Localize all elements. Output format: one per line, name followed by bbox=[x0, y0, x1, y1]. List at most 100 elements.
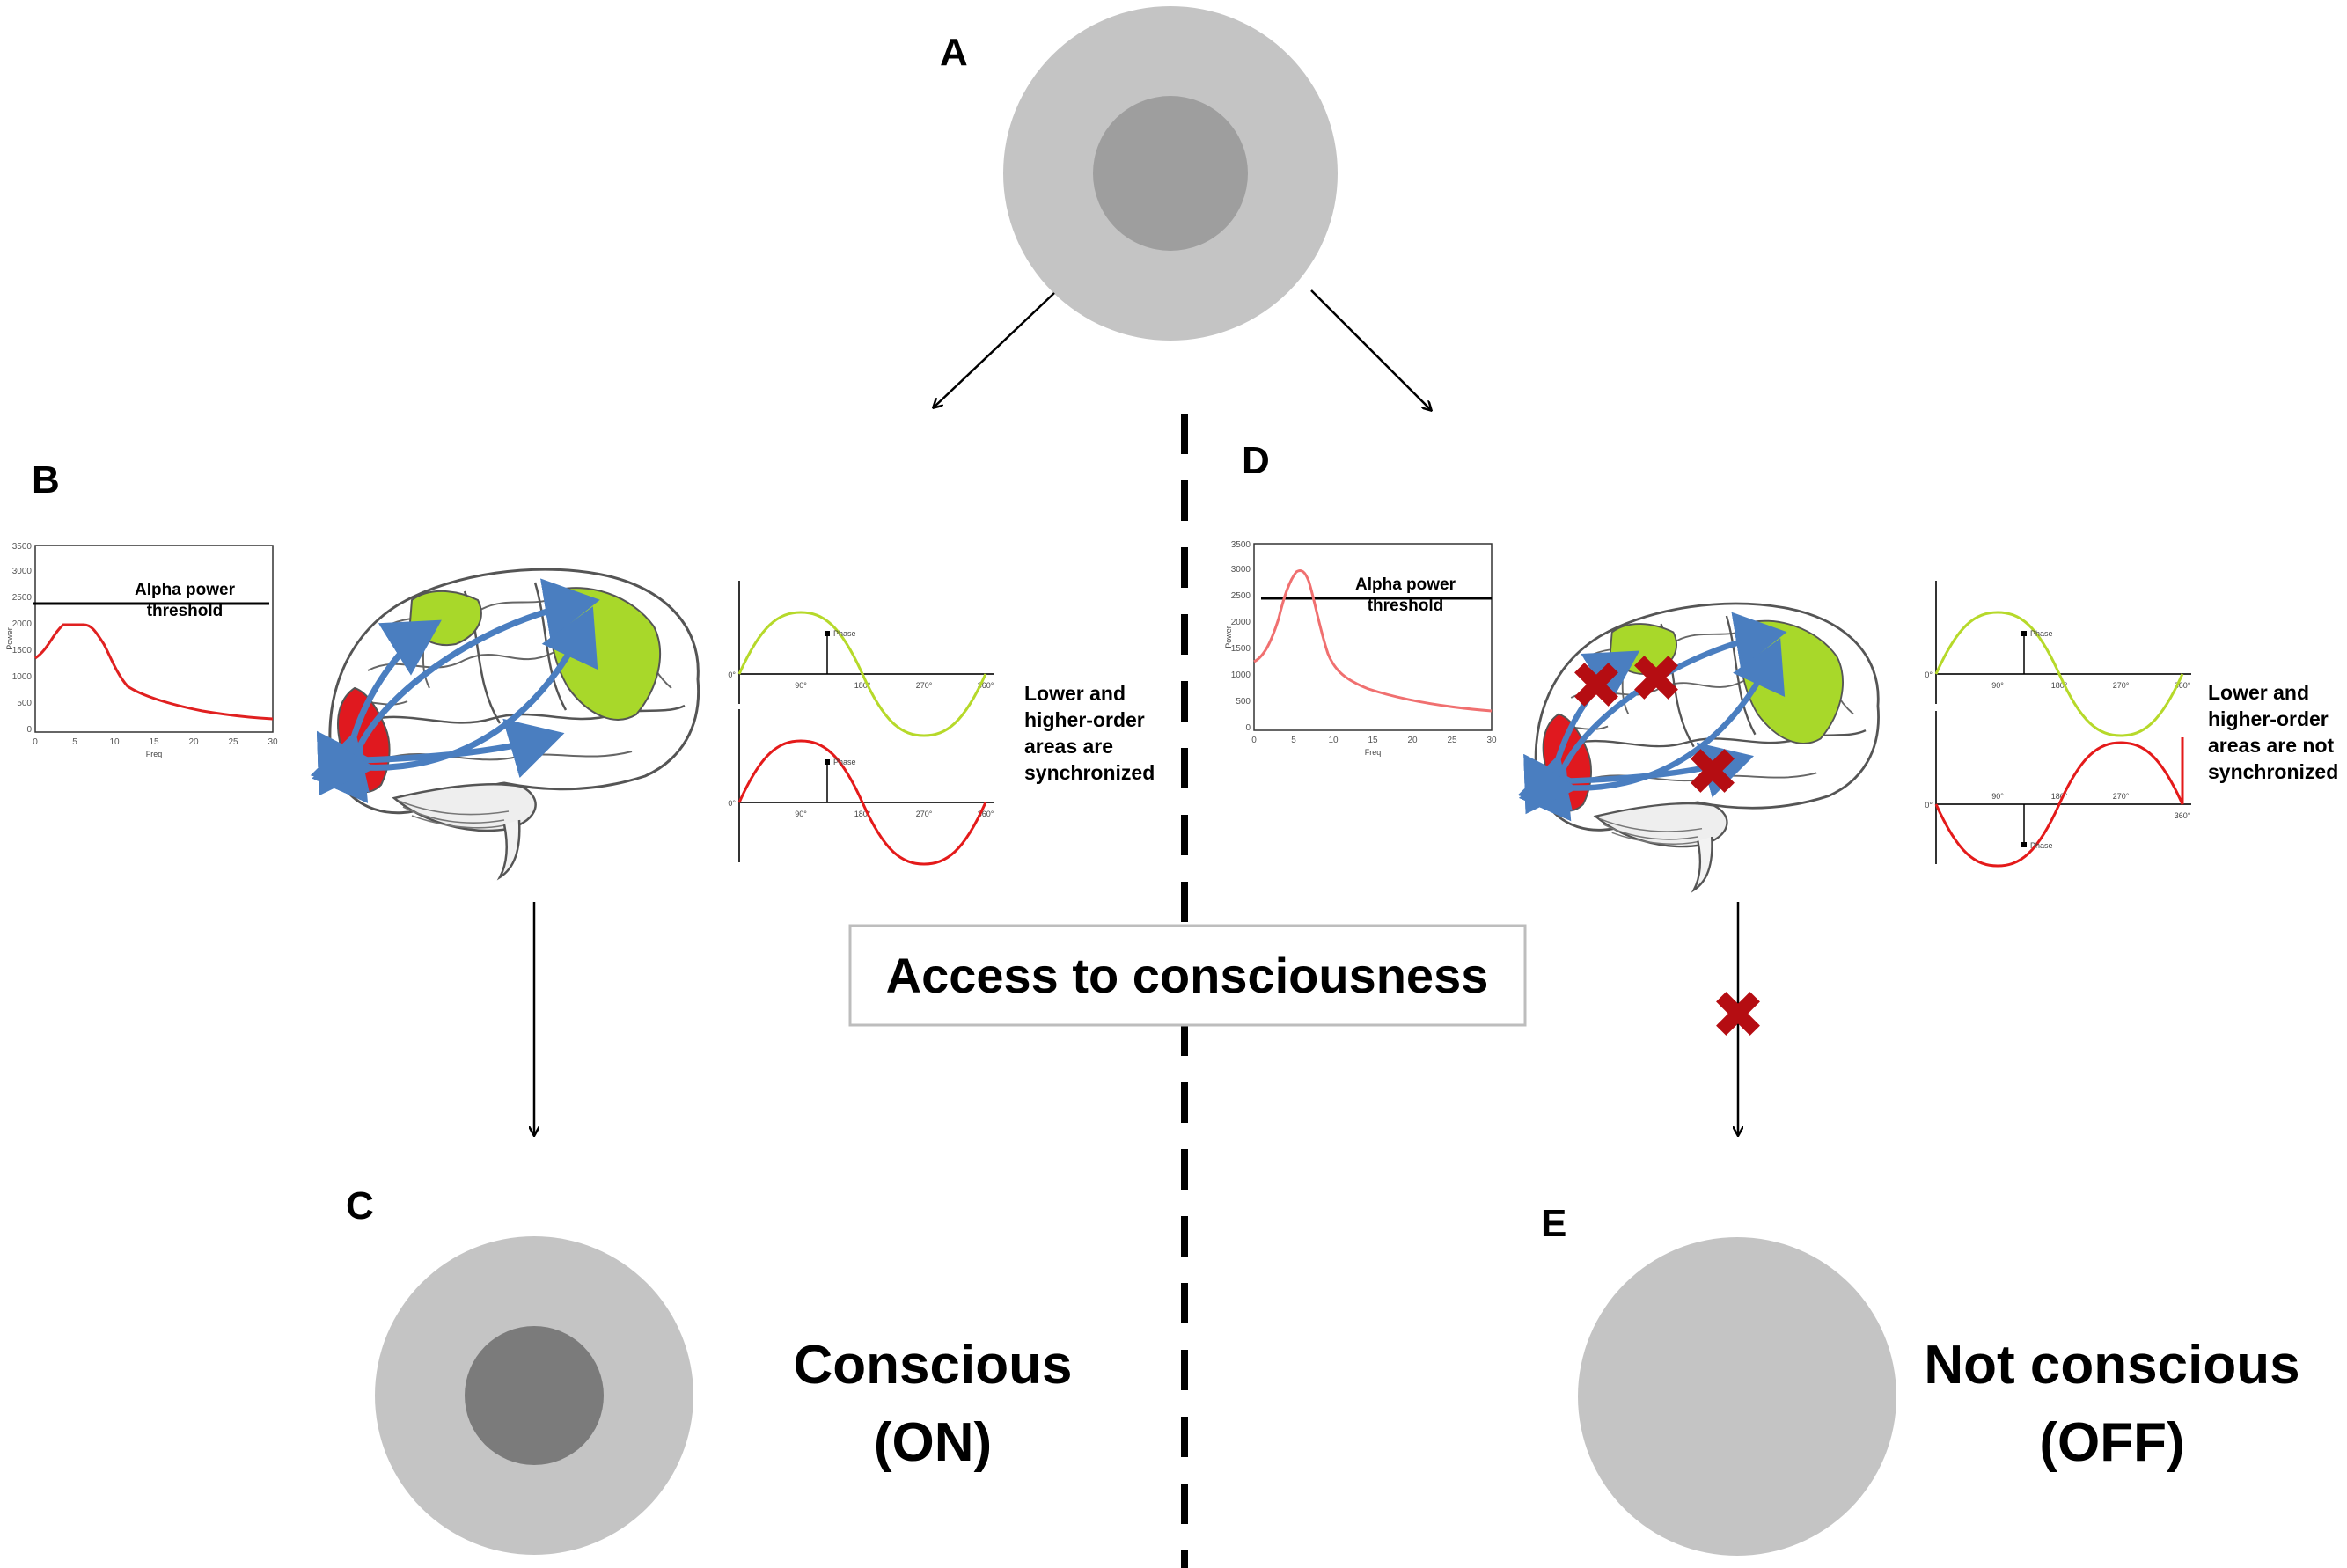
arrow-a-to-b bbox=[934, 292, 1055, 407]
phase-b-red-tick: 360° bbox=[978, 810, 994, 818]
phase-d-green-tick: 90° bbox=[1991, 681, 2004, 690]
phase-wave-b-red bbox=[737, 739, 987, 866]
sync-label-d-line: Lower and bbox=[2208, 681, 2309, 704]
spectrum-d-xtick: 25 bbox=[1447, 736, 1457, 745]
sync-label-b: Lower and higher-order areas are synchro… bbox=[1024, 682, 1155, 784]
panel-c: C Conscious (ON) bbox=[346, 1184, 1072, 1555]
spectrum-b-ytick: 3500 bbox=[12, 542, 33, 552]
brain-b bbox=[310, 568, 700, 879]
phase-b-red-tick: 0° bbox=[728, 799, 736, 808]
sync-label-b-line: higher-order bbox=[1024, 708, 1145, 731]
phase-plot-d-red: 0° 90° 180° 270° 360° Phase bbox=[1925, 711, 2191, 868]
percept-inner-circle-c bbox=[465, 1326, 604, 1465]
panel-b-letter: B bbox=[32, 458, 60, 502]
phase-b-green-tick: 0° bbox=[728, 670, 736, 679]
threshold-label-b-1: Alpha power bbox=[135, 581, 236, 599]
spectrum-d-xtick: 10 bbox=[1328, 736, 1339, 745]
sync-label-d: Lower and higher-order areas are not syn… bbox=[2208, 681, 2338, 783]
phase-marker-label-b-1: Phase bbox=[833, 629, 856, 638]
panel-b: B 0 500 1000 1500 2000 2500 3000 3500 0 … bbox=[5, 458, 1155, 879]
phase-d-red-tick: 180° bbox=[2051, 792, 2068, 801]
phase-wave-d-red bbox=[1934, 737, 2184, 868]
spectrum-d-xtick: 30 bbox=[1486, 736, 1497, 745]
not-conscious-label-line-1: Not conscious bbox=[1924, 1335, 2299, 1396]
spectrum-b-xtick: 5 bbox=[72, 737, 77, 747]
phase-d-green-tick: 180° bbox=[2051, 681, 2068, 690]
spectrum-b-xlabel: Freq bbox=[146, 750, 163, 758]
phase-b-green-tick: 270° bbox=[916, 681, 933, 690]
spectrum-d-x-ticks: 0 5 10 15 20 25 30 bbox=[1251, 736, 1497, 745]
spectrum-b-ytick: 2500 bbox=[12, 593, 33, 603]
sync-arrow-d-4 bbox=[1525, 638, 1786, 815]
spectrum-d-ylabel: Power bbox=[1224, 626, 1233, 648]
phase-plot-b-red: 0° 90° 180° 270° 360° Phase bbox=[728, 709, 994, 866]
phase-b-green-tick: 90° bbox=[795, 681, 807, 690]
spectrum-b-ytick: 3000 bbox=[12, 567, 33, 576]
spectrum-d-ytick: 500 bbox=[1236, 697, 1251, 707]
phase-marker-label-d-2: Phase bbox=[2030, 841, 2053, 850]
spectrum-b-xtick: 15 bbox=[149, 737, 159, 747]
percept-outer-circle-e bbox=[1578, 1237, 1896, 1556]
spectrum-d-xtick: 5 bbox=[1291, 736, 1296, 745]
spectrum-d-xtick: 15 bbox=[1368, 736, 1378, 745]
spectrum-b-xtick: 0 bbox=[33, 737, 38, 747]
spectrum-curve-b bbox=[34, 623, 274, 721]
spectrum-d-y-ticks: 0 500 1000 1500 2000 2500 3000 3500 bbox=[1231, 540, 1251, 733]
spectrum-b-xtick: 10 bbox=[109, 737, 120, 747]
not-conscious-label-line-2: (OFF) bbox=[2039, 1412, 2184, 1473]
sync-label-b-line: areas are bbox=[1024, 735, 1113, 758]
conscious-label-line-1: Conscious bbox=[794, 1335, 1073, 1396]
sync-label-d-line: synchronized bbox=[2208, 760, 2338, 783]
threshold-label-d-1: Alpha power bbox=[1355, 575, 1456, 594]
panel-a-letter: A bbox=[940, 31, 968, 74]
spectrum-d-xtick: 0 bbox=[1251, 736, 1257, 745]
phase-b-green-tick: 180° bbox=[854, 681, 871, 690]
spectrum-b-y-ticks: 0 500 1000 1500 2000 2500 3000 3500 bbox=[12, 542, 33, 735]
spectrum-b-ytick: 500 bbox=[17, 699, 32, 708]
spectrum-d-ytick: 2000 bbox=[1231, 618, 1251, 627]
panel-e: E Not conscious (OFF) bbox=[1541, 1202, 2300, 1556]
phase-d-green-tick: 0° bbox=[1925, 670, 1933, 679]
phase-wave-b-green bbox=[737, 611, 987, 737]
conscious-label-line-2: (ON) bbox=[874, 1412, 992, 1473]
phase-plot-b-green: 0° 90° 180° 270° 360° Phase bbox=[728, 581, 994, 737]
sync-label-b-line: synchronized bbox=[1024, 761, 1155, 784]
panel-e-letter: E bbox=[1541, 1202, 1566, 1245]
spectrum-b-xtick: 20 bbox=[188, 737, 199, 747]
phase-wave-d-green bbox=[1934, 611, 2184, 737]
phase-marker-label-d-1: Phase bbox=[2030, 629, 2053, 638]
phase-d-green-tick: 270° bbox=[2113, 681, 2130, 690]
spectrum-d-ytick: 0 bbox=[1245, 723, 1251, 733]
phase-b-red-tick: 90° bbox=[795, 810, 807, 818]
phase-d-red-tick: 90° bbox=[1991, 792, 2004, 801]
phase-d-red-tick: 360° bbox=[2175, 811, 2191, 820]
panel-d-letter: D bbox=[1242, 439, 1270, 482]
sync-arrow-b-4 bbox=[319, 606, 598, 796]
brain-d bbox=[1517, 602, 1880, 891]
arrow-a-to-d bbox=[1310, 289, 1431, 410]
sync-label-b-line: Lower and bbox=[1024, 682, 1126, 705]
spectrum-b-ytick: 2000 bbox=[12, 619, 33, 629]
spectrum-d-ytick: 1500 bbox=[1231, 644, 1251, 654]
spectrum-b-xtick: 30 bbox=[268, 737, 278, 747]
spectrum-d-xlabel: Freq bbox=[1365, 748, 1382, 757]
spectrum-b-ylabel: Power bbox=[5, 627, 14, 650]
spectrum-b-x-ticks: 0 5 10 15 20 25 30 bbox=[33, 737, 278, 747]
spectrum-d-xtick: 20 bbox=[1407, 736, 1418, 745]
phase-d-green-tick: 360° bbox=[2175, 681, 2191, 690]
threshold-label-d-2: threshold bbox=[1368, 597, 1444, 615]
spectrum-b-ytick: 1500 bbox=[12, 646, 33, 656]
spectrum-d-ytick: 3000 bbox=[1231, 565, 1251, 575]
panel-c-letter: C bbox=[346, 1184, 374, 1227]
threshold-label-b-2: threshold bbox=[147, 602, 224, 620]
phase-b-green-tick: 360° bbox=[978, 681, 994, 690]
stimulus-inner-circle-a bbox=[1093, 96, 1248, 251]
phase-b-red-tick: 270° bbox=[916, 810, 933, 818]
panel-d: D 0 500 1000 1500 2000 2500 3000 3500 0 … bbox=[1224, 439, 2338, 891]
spectrum-d-ytick: 2500 bbox=[1231, 591, 1251, 601]
panel-a: A bbox=[940, 6, 1338, 341]
power-spectrum-b: 0 500 1000 1500 2000 2500 3000 3500 0 5 … bbox=[5, 542, 278, 758]
phase-b-red-tick: 180° bbox=[854, 810, 871, 818]
phase-d-red-tick: 270° bbox=[2113, 792, 2130, 801]
